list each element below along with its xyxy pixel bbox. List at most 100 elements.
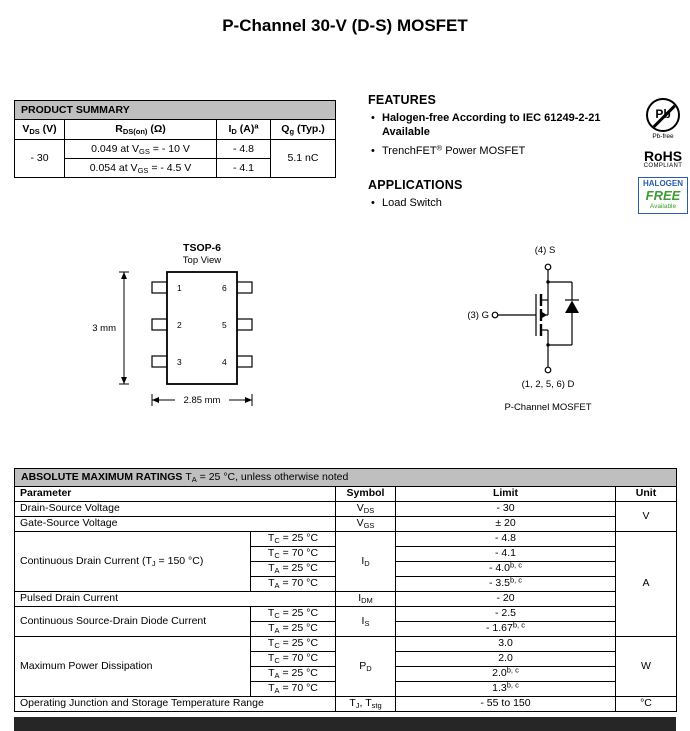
- vds-value-cell: - 30: [14, 139, 65, 178]
- limit-cell: - 1.67b, c: [395, 621, 616, 637]
- schematic-caption: P-Channel MOSFET: [504, 402, 591, 413]
- table-row: Drain-Source Voltage VDS - 30 V: [14, 501, 678, 532]
- features-section: FEATURES • Halogen-free According to IEC…: [368, 93, 640, 158]
- package-lead: [151, 318, 168, 331]
- applications-title: APPLICATIONS: [368, 178, 463, 192]
- rds-condition-cell: 0.054 at VGS = - 4.5 V: [64, 158, 217, 178]
- param-cell: Continuous Source-Drain Diode Current: [14, 606, 251, 637]
- col-header-vds: VDS (V): [14, 119, 65, 140]
- condition-cell: TC = 25 °C: [250, 606, 336, 622]
- pin-number: 2: [177, 320, 182, 330]
- feature-item-text: TrenchFET® Power MOSFET: [382, 143, 526, 157]
- product-summary-column-headers: VDS (V) RDS(on) (Ω) ID (A)a Qg (Typ.): [14, 119, 337, 140]
- col-header-unit: Unit: [614, 486, 678, 502]
- application-item-text: Load Switch: [382, 197, 442, 209]
- available-label: Available: [649, 203, 677, 211]
- symbol-cell: VGS: [335, 516, 396, 532]
- limit-cell: - 4.8: [395, 531, 616, 547]
- product-summary-title: PRODUCT SUMMARY: [13, 100, 337, 120]
- param-cell: Operating Junction and Storage Temperatu…: [14, 696, 336, 712]
- id-value-cell: - 4.8: [216, 139, 271, 159]
- condition-cell: TA = 25 °C: [250, 666, 336, 682]
- symbol-cell: TJ, Tstg: [335, 696, 396, 712]
- col-header-rds: RDS(on) (Ω): [64, 119, 217, 140]
- body-arrow-icon: [542, 312, 547, 318]
- drain-terminal: [544, 366, 552, 374]
- table-row: TA = 25 °C - 1.67b, c: [15, 621, 677, 637]
- table-row: Gate-Source Voltage VGS ± 20: [14, 516, 677, 532]
- applications-section: APPLICATIONS • Load Switch: [368, 178, 640, 211]
- col-header-limit: Limit: [395, 486, 616, 502]
- unit-cell: W: [614, 636, 678, 697]
- table-row: Continuous Source-Drain Diode Current TC…: [14, 606, 677, 637]
- symbol-cell: ID: [335, 531, 396, 592]
- page-title: P-Channel 30-V (D-S) MOSFET: [222, 16, 468, 35]
- dim-arrowhead: [121, 377, 127, 384]
- unit-cell: A: [614, 531, 678, 637]
- product-summary-header-row: PRODUCT SUMMARY: [13, 100, 337, 120]
- dim-arrowhead: [245, 397, 252, 403]
- package-name: TSOP-6: [183, 242, 221, 254]
- pin-number: 3: [177, 357, 182, 367]
- dim-width-label: 2.85 mm: [184, 395, 221, 406]
- table-row: 0.054 at VGS = - 4.5 V - 4.1: [15, 158, 336, 178]
- package-body: [166, 271, 238, 385]
- condition-cell: TA = 70 °C: [250, 576, 336, 592]
- param-cell: Continuous Drain Current (TJ = 150 °C): [14, 531, 251, 592]
- rds-condition-cell: 0.049 at VGS = - 10 V: [64, 139, 217, 159]
- condition-cell: TA = 25 °C: [250, 561, 336, 577]
- halogen-label: HALOGEN: [643, 179, 683, 188]
- next-section-header-bar: [14, 717, 676, 731]
- pin-number: 6: [222, 283, 227, 293]
- pin-number: 5: [222, 320, 227, 330]
- feature-item-text: Halogen-free According to IEC 61249-2-21…: [382, 112, 601, 138]
- pin-number: 1: [177, 283, 182, 293]
- drain-label: (1, 2, 5, 6) D: [522, 379, 575, 390]
- bullet-icon: •: [371, 144, 375, 157]
- condition-cell: TC = 70 °C: [250, 651, 336, 667]
- param-cell: Drain-Source Voltage: [14, 501, 336, 517]
- height-dimension: [119, 271, 129, 385]
- condition-cell: TC = 25 °C: [250, 636, 336, 652]
- symbol-cell: IDM: [335, 591, 396, 607]
- package-view-label: Top View: [183, 255, 222, 266]
- junction-dot: [546, 343, 550, 347]
- amr-header-row: ABSOLUTE MAXIMUM RATINGS TA = 25 °C, unl…: [13, 468, 678, 487]
- symbol-cell: VDS: [335, 501, 396, 517]
- table-row: Continuous Drain Current (TJ = 150 °C) T…: [14, 531, 678, 637]
- limit-cell: 1.3b, c: [395, 681, 616, 697]
- package-lead: [236, 281, 253, 294]
- amr-title: ABSOLUTE MAXIMUM RATINGS: [21, 470, 186, 483]
- condition-cell: TC = 25 °C: [250, 531, 336, 547]
- package-lead: [151, 355, 168, 368]
- limit-cell: - 4.1: [395, 546, 616, 562]
- limit-cell: 2.0: [395, 651, 616, 667]
- table-row: TC = 70 °C - 4.1: [15, 546, 677, 562]
- symbol-cell: PD: [335, 636, 396, 697]
- table-row: - 30 0.049 at VGS = - 10 V - 4.8 5.1 nC: [14, 139, 337, 178]
- feature-item: • Halogen-free According to IEC 61249-2-…: [368, 112, 640, 140]
- symbol-cell: IS: [335, 606, 396, 637]
- limit-cell: - 30: [395, 501, 616, 517]
- rohs-title: RoHS: [643, 148, 683, 164]
- col-header-id: ID (A)a: [216, 119, 271, 140]
- features-title: FEATURES: [368, 93, 437, 107]
- condition-cell: TA = 25 °C: [250, 621, 336, 637]
- limit-cell: ± 20: [395, 516, 616, 532]
- unit-cell: °C: [614, 696, 678, 712]
- limit-cell: - 2.5: [395, 606, 616, 622]
- table-row: Operating Junction and Storage Temperatu…: [14, 696, 678, 712]
- limit-cell: - 20: [395, 591, 616, 607]
- dim-height-label: 3 mm: [92, 323, 116, 334]
- body-diode: [565, 300, 579, 313]
- free-label: FREE: [645, 187, 681, 203]
- col-header-symbol: Symbol: [335, 486, 396, 502]
- id-value-cell: - 4.1: [216, 158, 271, 178]
- table-row: Pulsed Drain Current IDM - 20: [14, 591, 677, 607]
- amr-title-bar: ABSOLUTE MAXIMUM RATINGS TA = 25 °C, unl…: [13, 468, 678, 487]
- param-cell: Pulsed Drain Current: [14, 591, 336, 607]
- pb-crossed-circle-icon: Pb: [646, 98, 680, 132]
- dim-arrowhead: [121, 272, 127, 279]
- compliance-badges: Pb Pb-free RoHS COMPLIANT HALOGEN FREE A…: [638, 98, 688, 214]
- limit-cell: - 3.5b, c: [395, 576, 616, 592]
